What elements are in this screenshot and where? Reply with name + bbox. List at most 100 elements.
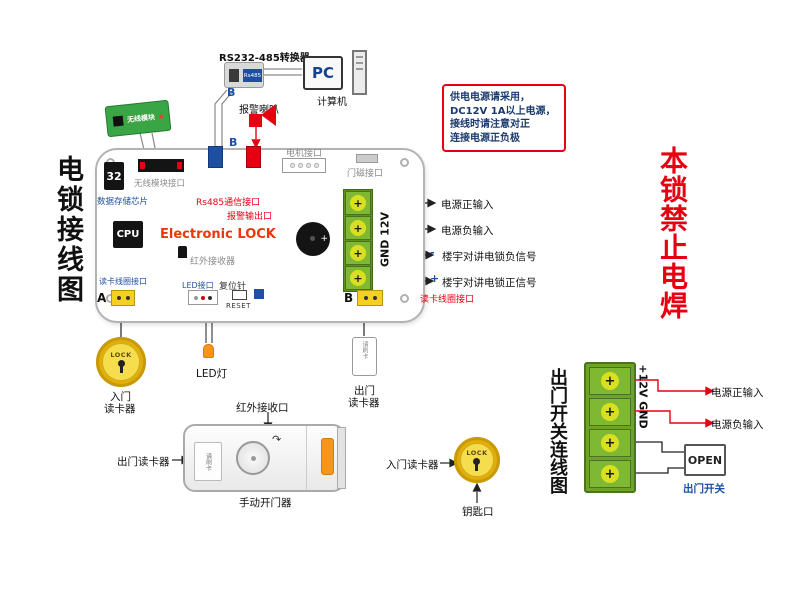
terminal-screw: + xyxy=(601,465,619,483)
buzzer-plus-mark: + xyxy=(320,234,328,244)
swipe-card-text: 请刷卡 xyxy=(204,452,212,471)
manual-knob xyxy=(236,441,270,475)
led-lamp-icon xyxy=(203,344,214,358)
reader-face: LOCK xyxy=(102,343,140,381)
keyhole-icon xyxy=(473,457,481,465)
notice-line: 连接电源正负极 xyxy=(450,132,520,144)
power-terminal-block: + + + + xyxy=(343,189,373,292)
rs232-485-converter: Rs485 xyxy=(224,62,264,88)
rotate-arrow-icon: ↷ xyxy=(272,433,282,446)
exit-switch-terminal-block: + + + + xyxy=(584,362,636,493)
lock-edge-plate xyxy=(337,427,346,489)
connector-pin xyxy=(363,296,368,300)
coil-connector-b xyxy=(357,290,383,306)
diagram-title: 电锁接线图 xyxy=(52,155,83,305)
terminal-screw: + xyxy=(601,403,619,421)
board-brand-text: Electronic LOCK xyxy=(160,227,276,242)
lock-bolt xyxy=(321,438,334,475)
terminal-screw: + xyxy=(601,434,619,452)
converter-port-icon xyxy=(229,69,239,82)
intercom-neg-label: 楼宇对讲电锁负信号 xyxy=(442,251,537,263)
connector-hole xyxy=(289,163,295,168)
ir-port-label: 红外接收口 xyxy=(236,402,289,414)
wireless-module-label: 无线模块 xyxy=(126,112,156,124)
led-lamp-label: LED灯 xyxy=(196,368,228,380)
swipe-card-text: 请刷卡 xyxy=(361,341,368,359)
exit-switch-title: 出门开关连线图 xyxy=(547,368,568,494)
exit-reader-label-1: 出门 xyxy=(354,385,375,397)
power-neg-label: 电源负输入 xyxy=(441,225,494,237)
terminal-intercom-neg: + xyxy=(345,241,371,265)
connector-pin xyxy=(116,296,121,300)
port-b-label: B xyxy=(344,291,354,305)
manual-opener-label: 手动开门器 xyxy=(239,497,292,509)
key-hole-label: 钥匙口 xyxy=(462,506,494,518)
power-notice-box: 供电电源请采用， DC12V 1A以上电源， 接线时请注意对正 连接电源正负极 xyxy=(442,84,566,152)
tower-slot xyxy=(356,68,363,70)
mount-hole xyxy=(400,294,409,303)
terminal-screw: + xyxy=(601,372,619,390)
entry-card-reader: LOCK xyxy=(96,337,146,387)
speaker-body-icon xyxy=(249,114,262,127)
speaker-horn-icon xyxy=(261,104,276,126)
coil-interface-b-label: 读卡线圈接口 xyxy=(420,295,475,305)
keyhole-stem xyxy=(475,463,479,471)
notice-line: DC12V 1A以上电源， xyxy=(450,105,556,117)
buzzer-component xyxy=(254,289,264,299)
connector-pin xyxy=(194,295,198,300)
body-card-reader-panel: 请刷卡 xyxy=(194,442,222,481)
intercom-neg-mark: - xyxy=(430,246,435,259)
entry-reader-label-2: 读卡器 xyxy=(104,403,136,415)
open-button: OPEN xyxy=(684,444,726,476)
connector-pin xyxy=(140,162,145,169)
connector-pin xyxy=(125,296,130,300)
ir-receiver-label: 红外接收器 xyxy=(190,257,236,267)
pc-tower xyxy=(352,50,367,95)
computer-label: 计算机 xyxy=(317,97,347,108)
coil-connector-a xyxy=(111,290,135,306)
connector-hole xyxy=(305,163,311,168)
door-magnet-label: 门磁接口 xyxy=(347,169,384,179)
terminal-screw: + xyxy=(350,245,366,261)
exit-switch-label: 出门开关 xyxy=(683,483,725,495)
terminal-12v: + xyxy=(345,191,371,215)
door-magnet-connector xyxy=(356,154,378,163)
terminal-screw: + xyxy=(350,220,366,236)
connector-pin xyxy=(201,295,205,300)
exit-switch-button-wires xyxy=(636,441,684,474)
keyhole-icon xyxy=(117,360,125,367)
exit-card-reader-device: 请刷卡 xyxy=(352,337,377,376)
wireless-module-connector xyxy=(138,159,184,172)
wireless-module-pcb: 无线模块 xyxy=(104,99,172,138)
gnd-12v-label: GND 12V xyxy=(378,211,392,268)
no-welding-warning: 本锁禁止电焊 xyxy=(656,146,689,320)
intercom-pos-label: 楼宇对讲电锁正信号 xyxy=(442,277,537,289)
reset-pin-label: 复位针 xyxy=(219,282,247,292)
buzzer-center xyxy=(310,236,315,241)
terminal-screw: + xyxy=(350,270,366,286)
intercom-pos-mark: + xyxy=(430,272,440,285)
knob-center xyxy=(251,456,256,461)
converter-b-terminal-label: B xyxy=(227,86,236,99)
rs485-chip: Rs485 xyxy=(243,69,262,82)
key-cylinder-reader: LOCK xyxy=(454,437,500,483)
exit-power-pos-label: 电源正输入 xyxy=(711,387,764,399)
connector-pin xyxy=(372,296,377,300)
terminal-switch-2: + xyxy=(589,460,631,488)
led-connector xyxy=(188,290,218,305)
terminal-intercom-pos: + xyxy=(345,266,371,290)
storage-chip: 32 xyxy=(104,162,124,190)
rail-12v-gnd-label: +12V GND xyxy=(636,364,650,429)
entry-reader-label-1: 入门 xyxy=(110,391,131,403)
alarm-output-connector xyxy=(246,146,261,168)
exit-reader-label-2: 读卡器 xyxy=(348,397,380,409)
connector-pin xyxy=(208,295,212,300)
exit-power-neg-label: 电源负输入 xyxy=(711,419,764,431)
brand-lock: LOCK xyxy=(237,227,276,242)
terminal-screw: + xyxy=(350,195,366,211)
terminal-12v: + xyxy=(589,367,631,395)
notice-line: 供电电源请采用， xyxy=(450,92,530,103)
mount-hole xyxy=(400,158,409,167)
tower-slot xyxy=(356,56,363,58)
